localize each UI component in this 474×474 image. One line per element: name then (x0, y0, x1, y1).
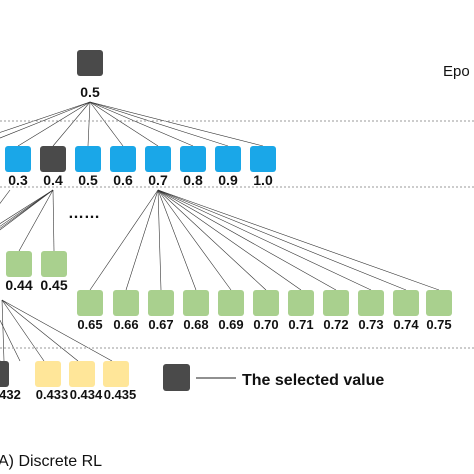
child-edge (157, 189, 440, 291)
level2-node-label: 0.65 (77, 317, 102, 332)
child-edge (157, 189, 302, 291)
level1-node-label: 0.6 (113, 172, 133, 188)
level-separators (0, 120, 474, 349)
root-node-label: 0.5 (80, 84, 100, 100)
level2-node (77, 290, 103, 316)
legend: The selected value (163, 364, 384, 391)
level2-node-label: 0.75 (426, 317, 451, 332)
epoch-label: Epo (443, 63, 470, 80)
level2-node (148, 290, 174, 316)
tree-edges (0, 101, 440, 362)
child-edge (0, 189, 54, 229)
level2-node-label: 0.67 (148, 317, 173, 332)
root-node (77, 50, 103, 76)
level1-node (145, 146, 171, 172)
level1-node (250, 146, 276, 172)
level1-node (180, 146, 206, 172)
level1-node (75, 146, 101, 172)
level2-node (288, 290, 314, 316)
child-edge (157, 189, 162, 291)
level2-node-label: 0.74 (393, 317, 419, 332)
child-edge (1, 299, 113, 362)
root-edge (89, 101, 264, 147)
level1-node (110, 146, 136, 172)
root-edge (52, 101, 91, 147)
child-edge (125, 189, 159, 291)
level3-node (0, 361, 9, 387)
child-edge (0, 319, 21, 362)
level1-node-label: 0.9 (218, 172, 238, 188)
child-edge (18, 189, 54, 252)
child-edge (157, 189, 267, 291)
child-edge (157, 189, 372, 291)
level2-node (41, 251, 67, 277)
root-edge (17, 101, 91, 147)
level1-node-label: 0.7 (148, 172, 168, 188)
level3-node-label: 0.433 (36, 387, 69, 402)
level3-node (103, 361, 129, 387)
tree-nodes: 0.5 0.3 0.4 0.5 0.6 0.7 0.8 0.9 1.0 0.44 0.45 0.65 0… (0, 50, 452, 402)
child-edge (1, 299, 45, 362)
level1-node (5, 146, 31, 172)
child-edge (157, 189, 407, 291)
root-edge (0, 101, 91, 133)
level2-node-label: 0.72 (323, 317, 348, 332)
child-edge (157, 189, 232, 291)
level3-node-label: 432 (0, 387, 21, 402)
caption: A) Discrete RL (0, 453, 102, 470)
level3-node (35, 361, 61, 387)
ellipsis: …… (68, 205, 100, 222)
level2-node (218, 290, 244, 316)
level1-node-label: 0.4 (43, 172, 63, 188)
level2-node-label: 0.44 (5, 277, 32, 293)
level2-node-label: 0.73 (358, 317, 383, 332)
child-edge (0, 189, 54, 225)
root-edge (89, 101, 194, 147)
root-edge (89, 101, 229, 147)
level2-node (183, 290, 209, 316)
child-edge (157, 189, 337, 291)
child-edge (0, 189, 11, 204)
child-edge (52, 189, 55, 252)
level3-node (69, 361, 95, 387)
child-edge (1, 299, 79, 362)
level2-node (113, 290, 139, 316)
level3-node-label: 0.434 (70, 387, 103, 402)
level2-node (426, 290, 452, 316)
level2-node (6, 251, 32, 277)
level2-node-label: 0.70 (253, 317, 278, 332)
level2-node-label: 0.45 (40, 277, 67, 293)
child-edge (0, 189, 54, 231)
level1-node-label: 0.5 (78, 172, 98, 188)
level1-node (215, 146, 241, 172)
level2-node (393, 290, 419, 316)
level1-node-label: 0.8 (183, 172, 203, 188)
level2-node-label: 0.66 (113, 317, 138, 332)
level2-node (253, 290, 279, 316)
level2-node-label: 0.68 (183, 317, 208, 332)
child-edge (157, 189, 197, 291)
level1-node (40, 146, 66, 172)
level1-node-label: 0.3 (8, 172, 28, 188)
child-edge (0, 189, 54, 227)
level2-node (358, 290, 384, 316)
root-edge (87, 101, 91, 147)
level2-node-label: 0.71 (288, 317, 313, 332)
legend-text: The selected value (242, 372, 384, 389)
child-edge (89, 189, 159, 291)
root-edge (0, 101, 91, 139)
level3-node-label: 0.435 (104, 387, 137, 402)
level2-node-label: 0.69 (218, 317, 243, 332)
root-edge (89, 101, 124, 147)
legend-selected-swatch (163, 364, 190, 391)
root-edge (89, 101, 159, 147)
level1-node-label: 1.0 (253, 172, 273, 188)
level2-node (323, 290, 349, 316)
child-edge (1, 299, 5, 362)
